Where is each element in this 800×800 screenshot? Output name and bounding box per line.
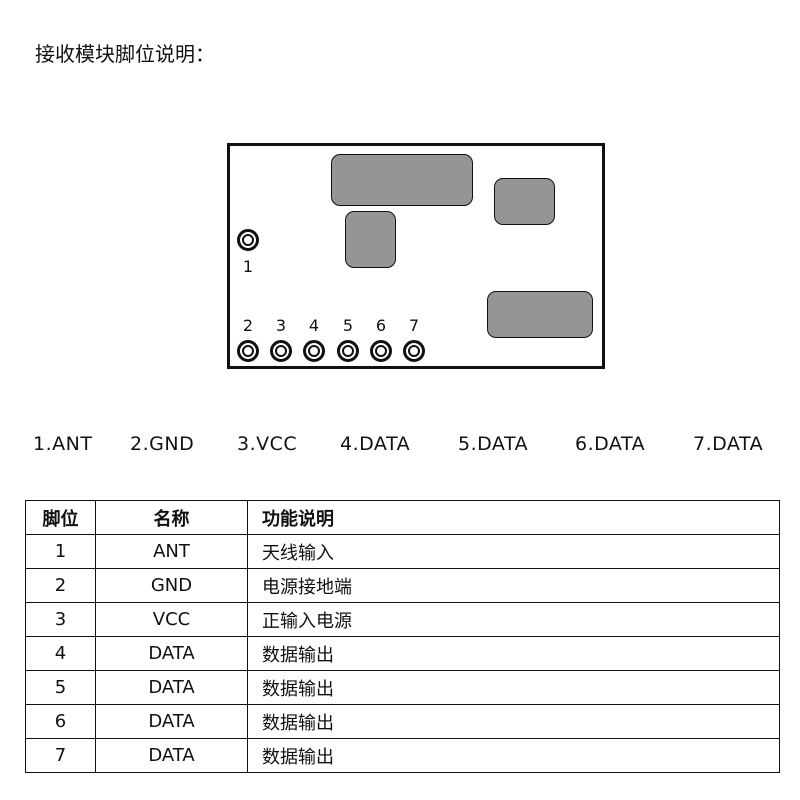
cell-function: 数据输出 bbox=[247, 670, 780, 705]
cell-pin: 2 bbox=[25, 568, 96, 603]
pin-7 bbox=[403, 340, 425, 362]
page-title: 接收模块脚位说明： bbox=[35, 42, 215, 66]
chip-square bbox=[345, 211, 396, 268]
pin-label: 2 bbox=[242, 316, 254, 335]
legend-item: 6.DATA bbox=[575, 433, 646, 455]
cell-pin: 5 bbox=[25, 670, 96, 705]
cell-name: DATA bbox=[95, 670, 248, 705]
pin-2 bbox=[237, 340, 259, 362]
legend-item: 2.GND bbox=[130, 433, 195, 455]
pin-label: 6 bbox=[375, 316, 387, 335]
cell-function: 正输入电源 bbox=[247, 602, 780, 637]
cell-function: 天线输入 bbox=[247, 534, 780, 569]
chip-small-right bbox=[494, 178, 555, 225]
cell-pin: 7 bbox=[25, 738, 96, 773]
cell-pin: 3 bbox=[25, 602, 96, 637]
module-board-diagram: 1 2 3 4 5 6 7 bbox=[227, 143, 605, 369]
header-function: 功能说明 bbox=[247, 500, 780, 535]
cell-name: DATA bbox=[95, 738, 248, 773]
cell-name: ANT bbox=[95, 534, 248, 569]
cell-function: 数据输出 bbox=[247, 636, 780, 671]
pin-label: 7 bbox=[408, 316, 420, 335]
cell-name: VCC bbox=[95, 602, 248, 637]
legend-item: 7.DATA bbox=[693, 433, 764, 455]
pin-label: 1 bbox=[242, 257, 254, 276]
cell-pin: 4 bbox=[25, 636, 96, 671]
pin-label: 4 bbox=[308, 316, 320, 335]
cell-function: 电源接地端 bbox=[247, 568, 780, 603]
header-pin: 脚位 bbox=[25, 500, 96, 535]
cell-pin: 6 bbox=[25, 704, 96, 739]
pin-4 bbox=[303, 340, 325, 362]
cell-name: DATA bbox=[95, 704, 248, 739]
legend-item: 1.ANT bbox=[33, 433, 93, 455]
cell-function: 数据输出 bbox=[247, 738, 780, 773]
pin-1 bbox=[237, 229, 259, 251]
header-name: 名称 bbox=[95, 500, 248, 535]
pin-3 bbox=[270, 340, 292, 362]
legend-item: 3.VCC bbox=[237, 433, 298, 455]
pin-6 bbox=[370, 340, 392, 362]
table-header-row: 脚位 名称 功能说明 bbox=[25, 500, 780, 535]
cell-pin: 1 bbox=[25, 534, 96, 569]
cell-name: GND bbox=[95, 568, 248, 603]
cell-function: 数据输出 bbox=[247, 704, 780, 739]
pin-5 bbox=[337, 340, 359, 362]
pin-label: 3 bbox=[275, 316, 287, 335]
chip-bottom-right bbox=[487, 291, 593, 338]
legend-item: 5.DATA bbox=[458, 433, 529, 455]
pin-label: 5 bbox=[342, 316, 354, 335]
chip-large bbox=[331, 154, 473, 206]
legend-item: 4.DATA bbox=[340, 433, 411, 455]
cell-name: DATA bbox=[95, 636, 248, 671]
